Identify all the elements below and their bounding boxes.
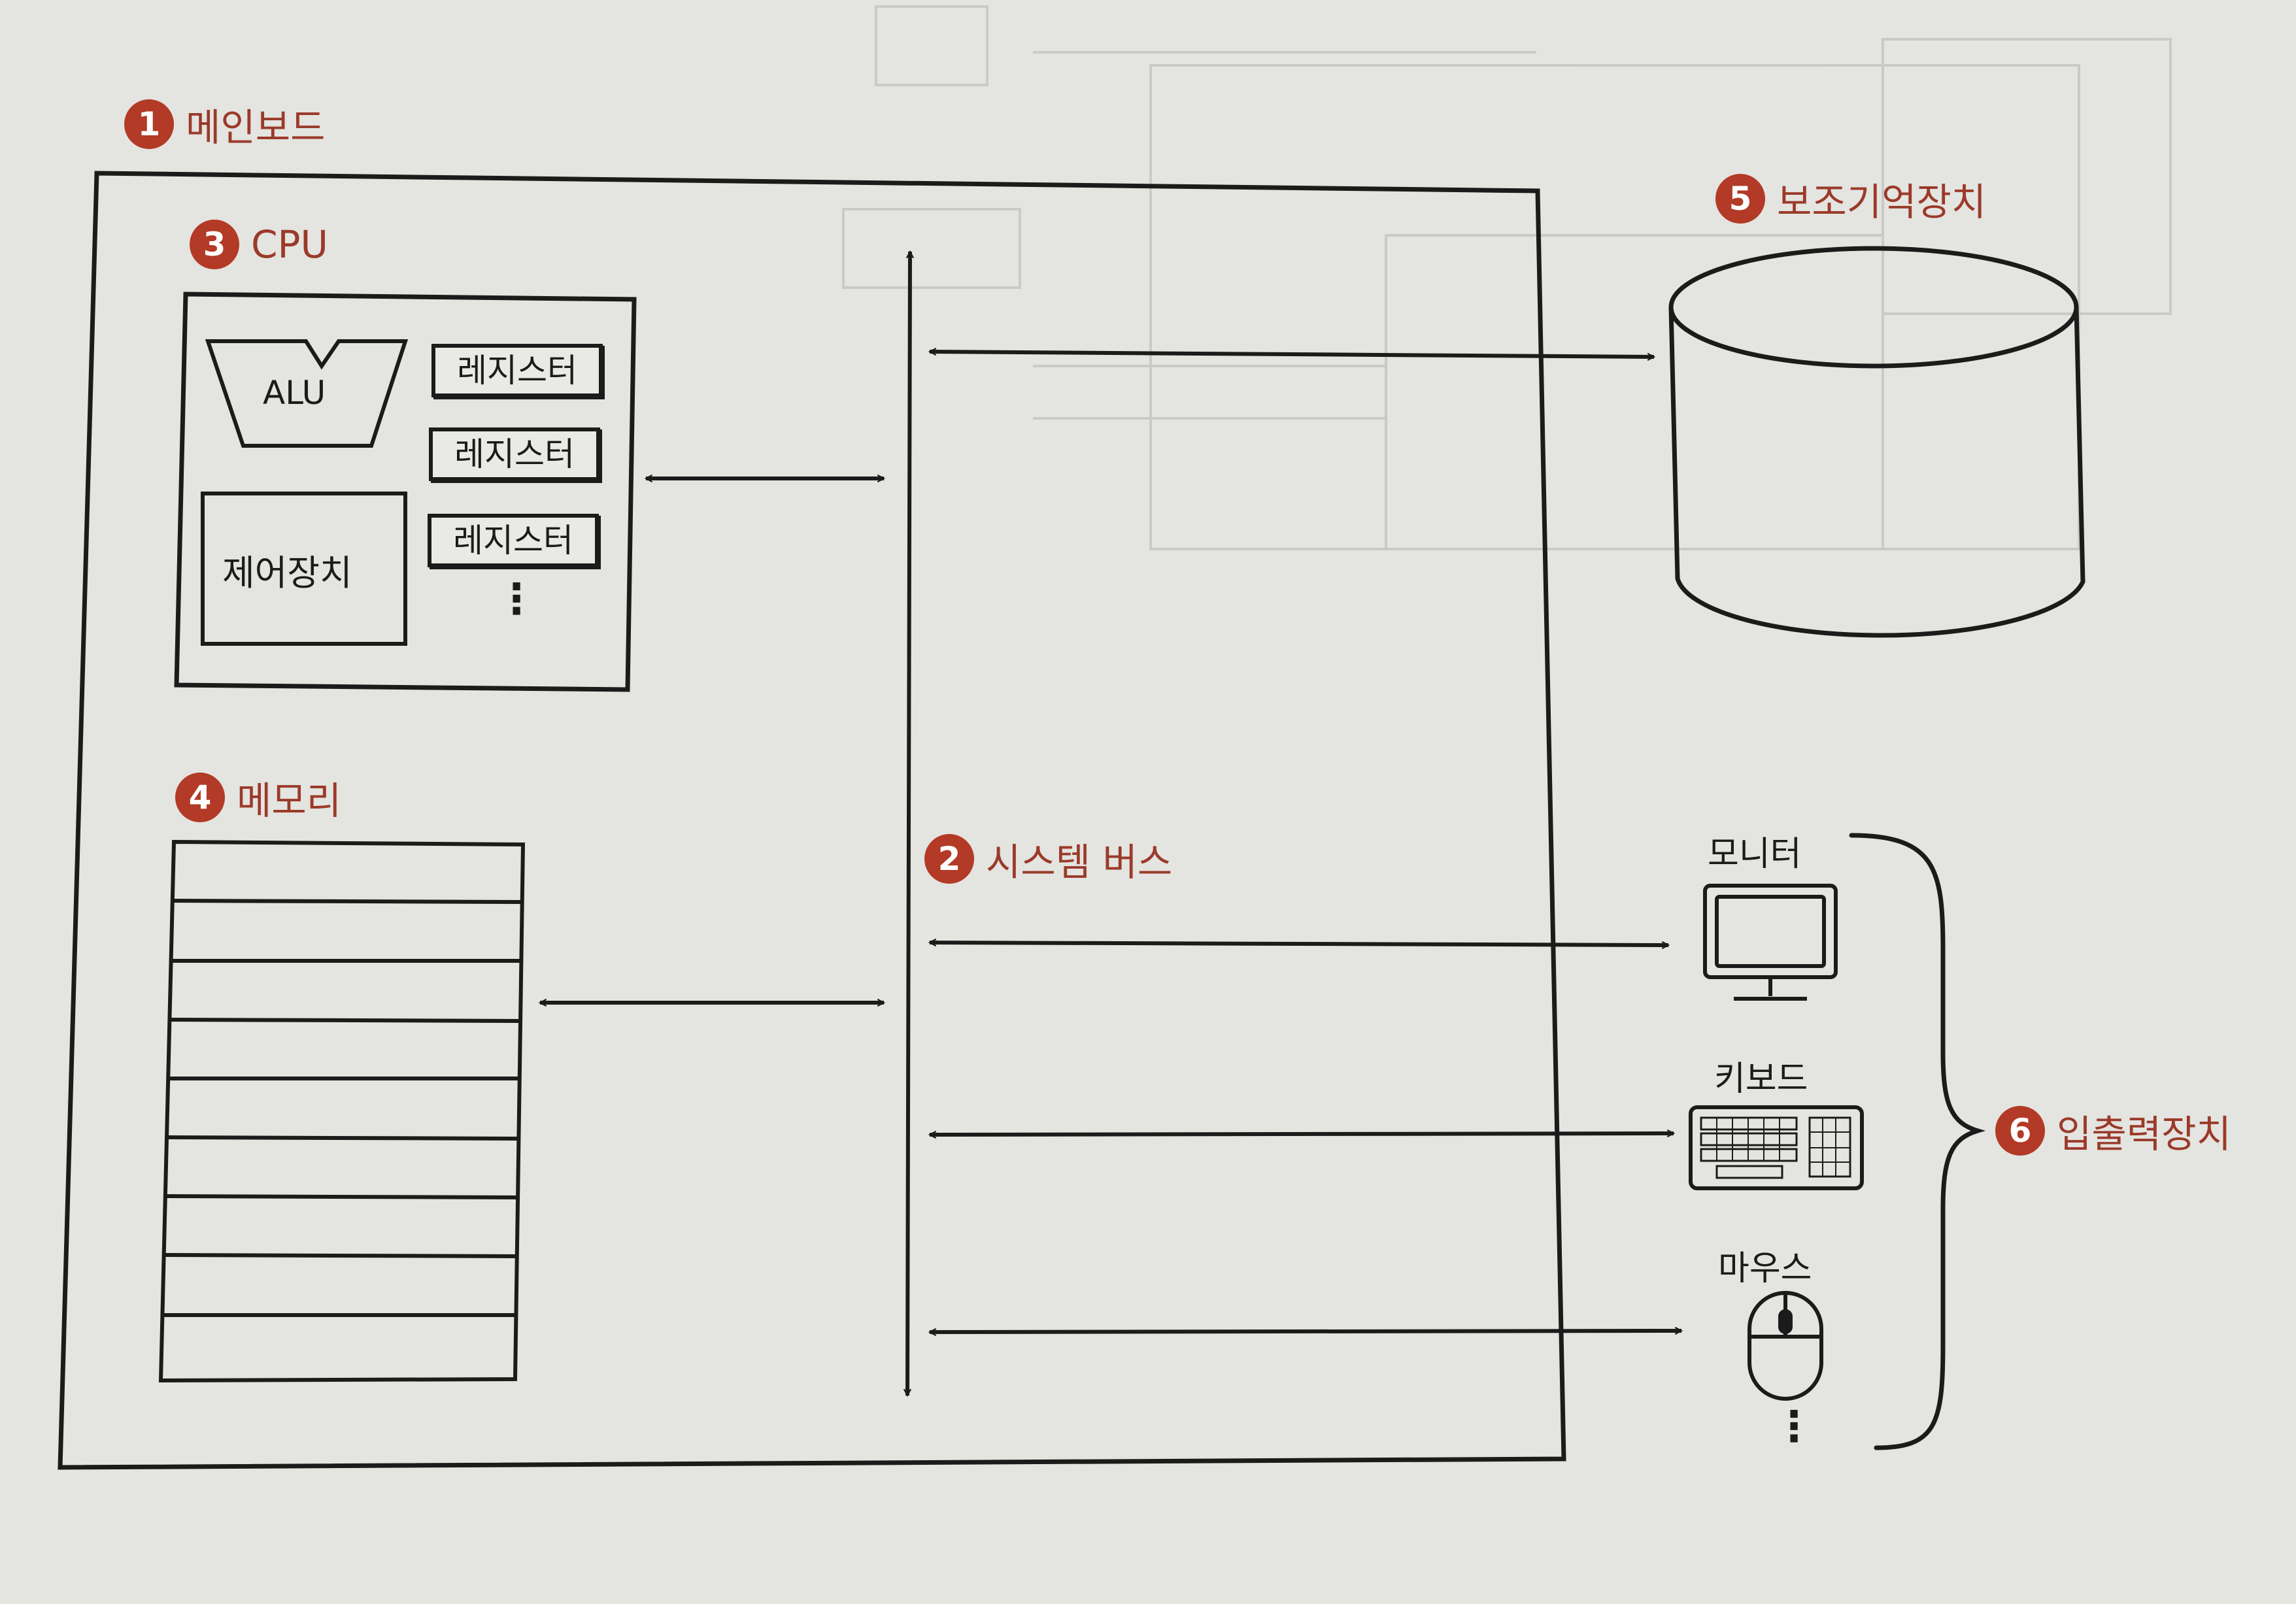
mainboard-frame (58, 171, 1566, 1470)
keyboard-icon (1689, 1105, 1864, 1190)
mainboard-number-badge: 1 (124, 99, 174, 149)
memory-block (158, 839, 526, 1383)
control-unit-box (201, 492, 407, 646)
arrow-bus-mouse (930, 1331, 1681, 1332)
cpu-label-text: CPU (251, 222, 328, 267)
system-bus-line (907, 252, 910, 1395)
register-2: 레지스터 (429, 427, 600, 481)
memory-label: 4 메모리 (175, 770, 341, 825)
cpu-box (174, 292, 637, 692)
arrow-bus-monitor (930, 943, 1668, 945)
monitor-label: 모니터 (1708, 835, 1802, 874)
memory-number-badge: 4 (175, 773, 225, 822)
io-more-ellipsis: ⋮ (1773, 1403, 1815, 1451)
memory-label-text: 메모리 (237, 778, 342, 823)
register-more-ellipsis: ⋮ (496, 575, 537, 624)
io-label: 6 입출력장치 (1995, 1103, 2231, 1158)
system-bus-number-badge: 2 (924, 834, 974, 884)
alu-shape (205, 339, 409, 448)
system-bus-label: 2 시스템 버스 (924, 831, 1172, 886)
io-number-badge: 6 (1995, 1106, 2045, 1156)
keyboard-label: 키보드 (1714, 1060, 1808, 1099)
storage-cylinder (1668, 246, 2085, 638)
io-brace (1849, 833, 1986, 1450)
mouse-icon (1747, 1291, 1823, 1401)
mainboard-label-text: 메인보드 (186, 105, 326, 150)
monitor-icon (1703, 884, 1838, 1001)
register-3: 레지스터 (428, 514, 599, 567)
system-bus-label-text: 시스템 버스 (986, 840, 1173, 884)
mainboard-label: 1 메인보드 (124, 97, 325, 152)
cpu-label: 3 CPU (190, 220, 328, 269)
register-1: 레지스터 (431, 344, 603, 397)
alu-label: ALU (263, 374, 326, 412)
io-label-text: 입출력장치 (2057, 1112, 2231, 1156)
storage-label-text: 보조기억장치 (1777, 180, 1987, 224)
storage-number-badge: 5 (1715, 174, 1765, 224)
arrow-bus-storage (930, 352, 1654, 357)
mouse-label: 마우스 (1718, 1249, 1812, 1288)
arrow-bus-keyboard (930, 1133, 1674, 1135)
cpu-number-badge: 3 (190, 220, 239, 269)
control-unit-label: 제어장치 (222, 552, 352, 593)
storage-label: 5 보조기억장치 (1715, 171, 1986, 226)
